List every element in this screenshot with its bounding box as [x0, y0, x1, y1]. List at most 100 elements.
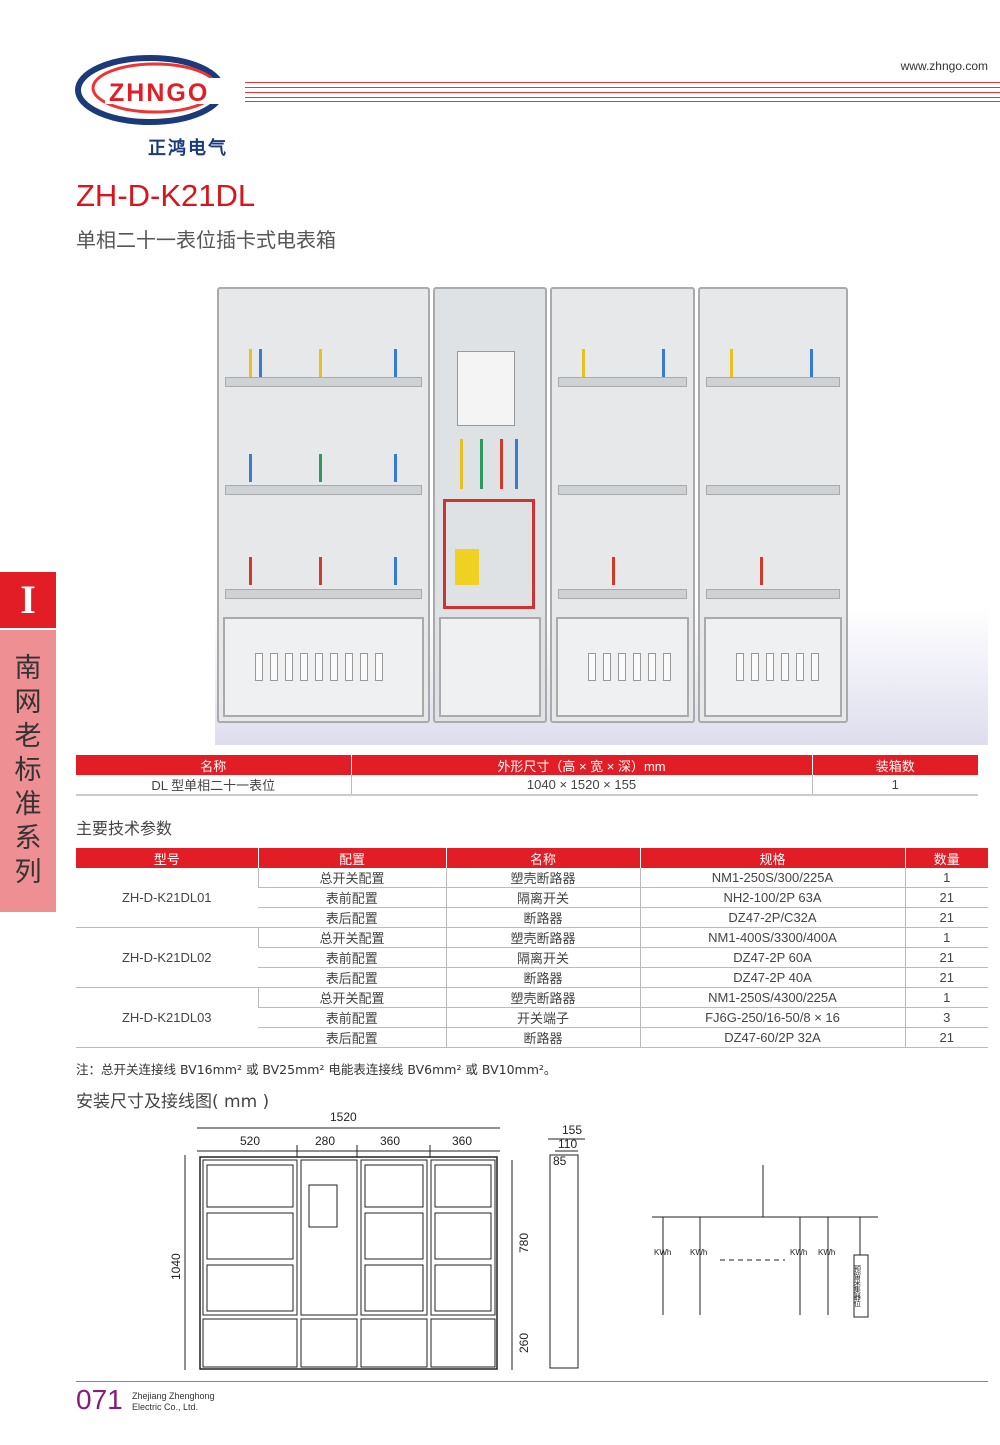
zhngo-logo: ZHNGO	[75, 55, 245, 125]
dim-depth: 155	[562, 1123, 582, 1137]
dim-upper: 780	[517, 1233, 531, 1253]
company-line: Electric Co., Ltd.	[132, 1402, 199, 1412]
header-line	[245, 92, 1000, 93]
cell: 断路器	[445, 1027, 640, 1049]
dim-depth: 110	[558, 1137, 577, 1151]
wiring-note: 注：总开关连接线 BV16mm² 或 BV25mm² 电能表连接线 BV6mm²…	[76, 1062, 557, 1077]
cell: DZ47-2P 40A	[639, 967, 905, 989]
cell: 总开关配置	[257, 927, 446, 949]
meter-cabinet	[550, 287, 695, 723]
cell: NM1-400S/3300/400A	[639, 927, 905, 949]
dim-depth: 85	[553, 1154, 567, 1168]
col-header: 规格	[639, 848, 905, 868]
dim-height: 1040	[169, 1253, 183, 1280]
cell: 总开关配置	[257, 868, 446, 889]
meter-label: KWh	[818, 1248, 835, 1257]
company-line: Zhejiang Zhenghong	[132, 1391, 215, 1401]
cell: 21	[904, 947, 988, 969]
cell: 表后配置	[258, 1027, 446, 1049]
diagram-heading: 安装尺寸及接线图( mm )	[76, 1092, 270, 1112]
reserve-label: 预留采集器位	[854, 1264, 862, 1307]
section-numeral: I	[0, 572, 56, 628]
cell: 表后配置	[258, 967, 446, 989]
meter-cabinet	[217, 287, 430, 723]
model-cell: ZH-D-K21DL02	[76, 927, 258, 989]
col-header: 数量	[904, 848, 988, 868]
dim-width: 360	[380, 1134, 400, 1148]
dim-width: 520	[240, 1134, 260, 1148]
cell: 1	[904, 868, 988, 889]
cell: DZ47-60/2P 32A	[639, 1027, 905, 1049]
dim-lower: 260	[517, 1333, 531, 1353]
cell: DZ47-2P/C32A	[639, 907, 905, 929]
model-cell: ZH-D-K21DL01	[76, 868, 258, 929]
cell: NM1-250S/300/225A	[639, 868, 905, 889]
col-header: 名称	[76, 755, 351, 775]
product-photo	[215, 285, 988, 745]
cell: 1	[811, 775, 978, 796]
col-header: 名称	[445, 848, 640, 868]
meter-label: KWh	[654, 1248, 671, 1257]
svg-text:ZHNGO: ZHNGO	[109, 79, 209, 107]
footer-divider	[76, 1381, 988, 1382]
col-header: 型号	[76, 848, 258, 868]
cell: 断路器	[445, 907, 640, 929]
meter-cabinet	[698, 287, 848, 723]
product-name: 单相二十一表位插卡式电表箱	[76, 228, 336, 252]
cell: 21	[904, 967, 988, 989]
product-model: ZH-D-K21DL	[76, 178, 256, 213]
meter-label: KWh	[790, 1248, 807, 1257]
col-header: 外形尺寸（高 × 宽 × 深）mm	[350, 755, 812, 775]
cell: NH2-100/2P 63A	[639, 887, 905, 909]
dim-width: 360	[452, 1134, 472, 1148]
cell: DL 型单相二十一表位	[76, 775, 351, 796]
cell: 断路器	[445, 967, 640, 989]
logo-chinese-name: 正鸿电气	[148, 138, 228, 159]
switch-cabinet	[433, 287, 547, 723]
cell: 塑壳断路器	[445, 868, 640, 889]
meter-label: KWh	[690, 1248, 707, 1257]
cell: 塑壳断路器	[445, 927, 640, 949]
model-cell: ZH-D-K21DL03	[76, 987, 258, 1049]
cell: 总开关配置	[257, 987, 446, 1009]
dim-total-width: 1520	[330, 1110, 357, 1124]
cell: 1	[904, 927, 988, 949]
cell: 表前配置	[258, 947, 446, 969]
cell: 表前配置	[258, 887, 446, 909]
col-header: 配置	[257, 848, 446, 868]
website-url[interactable]: www.zhngo.com	[900, 59, 988, 73]
series-label: 南网老标准系列	[0, 630, 56, 912]
cell: 塑壳断路器	[445, 987, 640, 1009]
col-header: 装箱数	[811, 755, 978, 775]
cell: 开关端子	[445, 1007, 640, 1029]
cell: 1040 × 1520 × 155	[350, 775, 812, 796]
dim-width: 280	[315, 1134, 335, 1148]
params-heading: 主要技术参数	[76, 819, 173, 838]
cell: 表后配置	[258, 907, 446, 929]
cell: 21	[904, 1027, 988, 1049]
series-text: 南网老标准系列	[14, 653, 42, 888]
cell: 21	[904, 907, 988, 929]
header-line	[245, 82, 1000, 83]
cell: 表前配置	[258, 1007, 446, 1029]
header-line	[245, 97, 1000, 98]
installation-diagram: 1520 520 280 360 360 1040 780 260 155 11…	[169, 1110, 878, 1370]
cell: FJ6G-250/16-50/8 × 16	[639, 1007, 905, 1029]
header-line	[245, 87, 1000, 88]
cell: 21	[904, 887, 988, 909]
cell: 隔离开关	[445, 947, 640, 969]
page-number: 071	[76, 1384, 123, 1415]
cell: 隔离开关	[445, 887, 640, 909]
